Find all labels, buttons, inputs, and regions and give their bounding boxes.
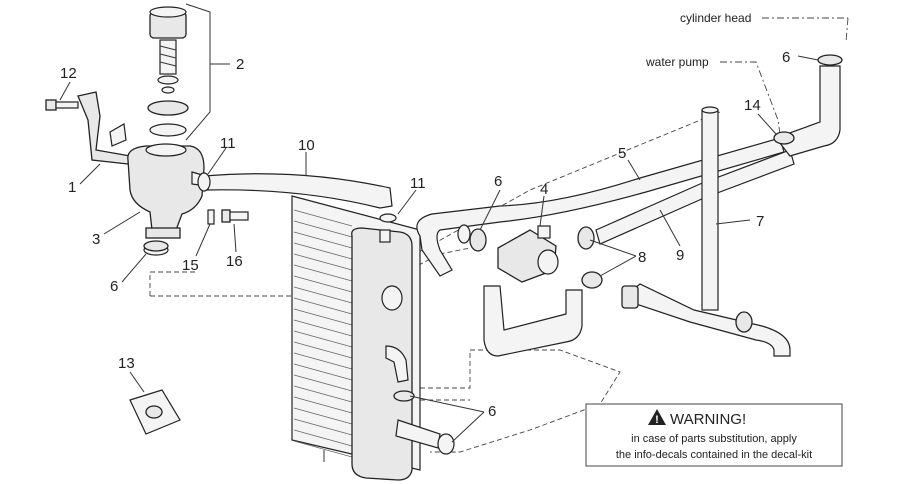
callout-numbers: 12 1 2 3 6 11 10 11 15 16 6 4 5 8 9 7 14… [60,49,790,420]
clamp-part-14 [773,131,795,145]
warning-exclamation: ! [655,414,659,426]
callout-1: 1 [68,179,76,196]
radiator-fin [293,385,353,403]
clamp-part-11-left [197,172,211,192]
radiator-fin [293,429,353,447]
screw-parts-15-16 [207,209,249,225]
callout-12: 12 [60,65,77,82]
radiator-fin [293,275,353,293]
radiator-fin [293,264,353,282]
radiator-fin [293,418,353,436]
radiator-fin [293,330,353,348]
callout-3: 3 [92,231,100,248]
warning-line-1: in case of parts substitution, apply [631,433,797,445]
leader-lines [59,55,819,443]
radiator-fin [293,242,353,260]
radiator-fin [293,440,353,458]
callout-9: 9 [676,247,684,264]
clamps-part-6-and-8 [457,224,603,289]
dashed-reference-lines [149,17,849,453]
hose-part-10 [203,173,393,209]
radiator-fin [293,231,353,249]
thermostat-part-4 [497,225,559,283]
radiator-fin [293,396,353,414]
callout-14: 14 [744,97,761,114]
warning-line-2: the info-decals contained in the decal-k… [616,449,812,461]
radiator-fin [293,352,353,370]
callout-4: 4 [540,181,548,198]
filler-cap-assembly-part-2 [147,3,211,141]
callout-7: 7 [756,213,764,230]
clamp-parts-6-radiator [393,390,455,455]
bolt-part-12 [45,99,79,111]
clamp-part-6-tank [143,240,169,256]
callout-10: 10 [298,137,315,154]
callout-2: 2 [236,56,244,73]
bracket-part-1 [77,91,131,165]
callout-11-right: 11 [410,175,426,192]
radiator-fin [293,220,353,238]
callout-13: 13 [118,355,135,372]
radiator-fin [293,253,353,271]
callout-6-radiator: 6 [488,403,496,420]
radiator-fin [293,407,353,425]
destination-labels: cylinder head water pump [645,11,751,69]
callout-8: 8 [638,249,646,266]
radiator-fin [293,308,353,326]
warning-title: WARNING! [670,411,746,428]
radiator-fin [293,341,353,359]
radiator-fin [293,297,353,315]
label-cylinder-head: cylinder head [680,11,751,25]
radiator-fin [293,363,353,381]
gasket-part-13 [129,389,181,435]
expansion-tank-part-3 [127,143,207,239]
radiator-fin [293,286,353,304]
callout-6-hose: 6 [494,173,502,190]
callout-16: 16 [226,253,243,270]
radiator-fin [293,209,353,227]
radiator [291,195,441,481]
warning-triangle-icon [648,409,666,425]
label-water-pump: water pump [645,55,709,69]
hose-part-5 [416,137,785,277]
callout-15: 15 [182,257,199,274]
callout-5: 5 [618,145,626,162]
hose-part-u [483,285,583,357]
callout-6-pipe: 6 [782,49,790,66]
clamp-part-11-radiator [379,213,397,223]
pipe-part-7 [621,106,791,357]
radiator-fin [293,374,353,392]
callout-11-left: 11 [220,135,236,152]
radiator-fin [293,319,353,337]
callout-6-tank: 6 [110,278,118,295]
warning-box: ! WARNING! in case of parts substitution… [585,403,843,467]
